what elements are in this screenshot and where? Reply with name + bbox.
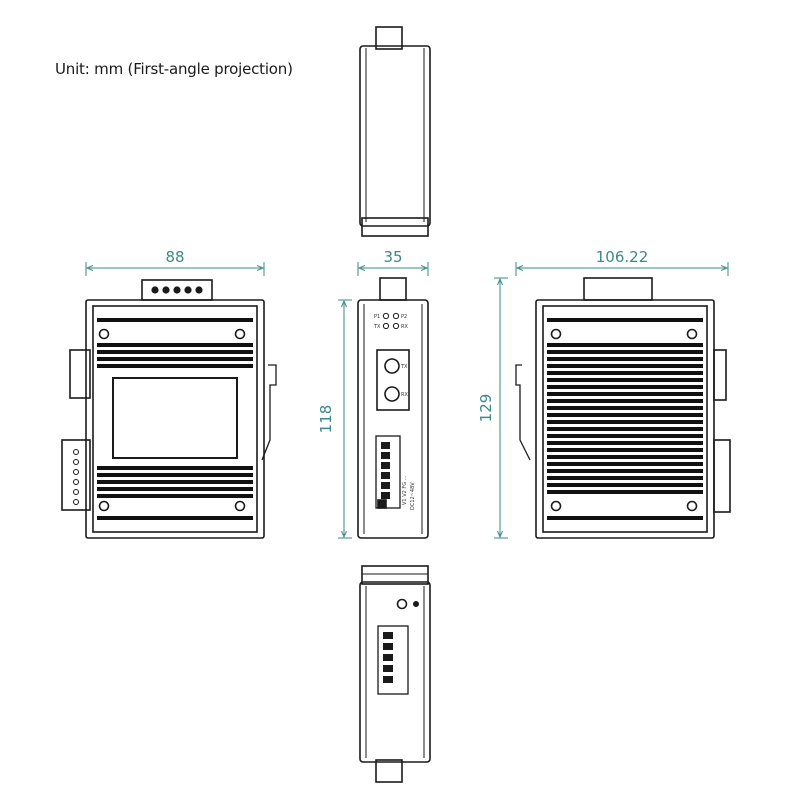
unit-caption: Unit: mm (First-angle projection) [55, 60, 293, 78]
front-view [61, 279, 277, 539]
port-label-1: TX [400, 364, 408, 370]
led-label-tx: TX [373, 324, 381, 330]
front-fins-top [97, 318, 253, 520]
bottom-view [359, 565, 431, 783]
top-view [359, 26, 431, 237]
front-terminal-screws [151, 286, 203, 294]
dimension-lines [85, 262, 729, 539]
front-side-terminal [73, 449, 79, 505]
terminal-note: DC12~48V [410, 482, 416, 510]
side-view: P1 P2 TX RX TX RX V1 V2 FG ... DC12~48V [357, 277, 429, 539]
back-fins [547, 318, 703, 520]
side-leds [382, 312, 400, 330]
led-label-p1: P1 [374, 314, 380, 320]
side-terminal-pins [381, 442, 390, 499]
port-label-2: RX [401, 392, 408, 398]
dim-back-width: 106.22 [596, 248, 649, 266]
dim-front-width: 88 [165, 248, 184, 266]
terminal-label: V1 V2 FG ... [402, 475, 408, 505]
front-screws [98, 328, 246, 512]
dim-back-height: 129 [477, 394, 495, 423]
led-label-p2: P2 [401, 314, 407, 320]
bottom-terminal-pins [383, 601, 419, 683]
led-label-rx: RX [401, 324, 408, 330]
back-view [515, 277, 731, 539]
dim-front-height: 118 [317, 405, 335, 434]
dim-side-width: 35 [383, 248, 402, 266]
back-screws [550, 328, 698, 512]
